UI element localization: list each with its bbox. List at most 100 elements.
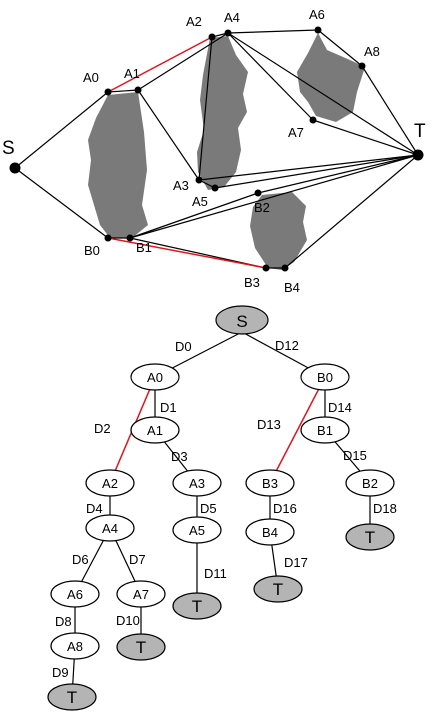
label-A2: A2 [186,14,202,29]
vertex-A3 [195,176,203,184]
vertex-A7 [309,116,317,124]
obstacle-1 [88,92,148,238]
edge-label-D7: D7 [129,552,146,567]
label-T: T [414,121,426,142]
edge-label-D10: D10 [116,613,140,628]
edge-label-D1: D1 [160,400,177,415]
vertex-B4 [281,264,289,272]
edge-label-D13: D13 [257,417,281,432]
node-label-T-A8: T [67,688,77,707]
label-B1: B1 [136,240,152,255]
node-B4 [245,518,295,546]
vertex-A4 [224,29,232,37]
map-vertices [9,26,424,272]
node-label-T-A5: T [192,597,202,616]
edge-label-D16: D16 [273,501,297,516]
obstacle-2 [197,36,248,190]
node-A0 [130,363,180,391]
node-A1 [130,416,180,444]
search-tree: D0 D12 D1 D14 D2 D13 D3 D15 D4 D5 D16 D1… [47,305,397,711]
vertex-B2 [254,189,262,197]
label-A8: A8 [364,44,380,59]
vertex-A6 [314,26,322,34]
edge-label-D17: D17 [284,555,308,570]
edge-label-D11: D11 [204,566,227,581]
tree-node-labels: S A0 B0 A1 B1 A2 A3 B3 B2 A4 A5 B4 T A6 … [67,312,378,707]
label-A0: A0 [83,70,99,85]
label-A4: A4 [224,10,240,25]
node-label-A5: A5 [189,523,205,538]
vertex-S [9,162,21,174]
node-label-S: S [236,312,247,331]
node-label-A4: A4 [102,521,118,536]
vertex-A2 [208,33,216,41]
node-label-B1: B1 [317,423,333,438]
node-label-A1: A1 [147,423,163,438]
vertex-A8 [358,62,366,70]
node-label-A3: A3 [189,476,205,491]
edge-label-D18: D18 [373,501,397,516]
node-T-A8 [47,683,97,711]
vertex-A1 [134,86,142,94]
node-A6 [50,580,100,608]
node-label-A2: A2 [102,476,118,491]
vertex-A0 [104,88,112,96]
node-B0 [300,363,350,391]
vertex-B3 [262,264,270,272]
label-A7: A7 [288,125,304,140]
edge-label-D4: D4 [86,501,103,516]
edge-label-D5: D5 [200,501,217,516]
obstacle-3 [297,33,365,122]
label-B0: B0 [84,243,100,258]
node-A3 [172,469,222,497]
node-label-T-A7: T [136,638,146,657]
vertex-B1 [126,234,134,242]
label-S: S [2,138,15,159]
vertex-T [412,149,424,161]
obstacle-4 [250,192,307,270]
node-T-A7 [116,633,166,661]
edge-label-D3: D3 [171,449,188,464]
node-B2 [345,469,395,497]
label-A6: A6 [309,7,325,22]
node-T-A5 [172,592,222,620]
label-B3: B3 [244,275,260,290]
tree-nodes [47,305,395,711]
map-edges [14,29,419,269]
map-highlight-edges [107,36,267,269]
vertex-B0 [104,234,112,242]
node-label-B3: B3 [262,476,278,491]
edge-label-D12: D12 [275,338,299,353]
node-label-A8: A8 [67,639,83,654]
node-T-B2 [345,523,395,551]
label-A3: A3 [173,178,189,193]
node-B1 [300,416,350,444]
edge-label-D8: D8 [55,614,72,629]
node-label-A0: A0 [147,370,163,385]
node-A8 [50,632,100,660]
node-label-B0: B0 [317,370,333,385]
edge-label-D15: D15 [343,448,367,463]
edge-label-D0: D0 [175,339,192,354]
node-S [215,305,269,335]
node-T-B4 [253,575,303,603]
vertex-A5 [211,184,219,192]
label-B2: B2 [254,200,270,215]
node-label-B2: B2 [362,476,378,491]
node-label-B4: B4 [262,525,278,540]
node-A2 [85,469,135,497]
edge-label-D9: D9 [52,665,69,680]
node-label-A6: A6 [67,587,83,602]
node-label-T-B2: T [365,528,375,547]
label-A1: A1 [124,66,140,81]
edge-label-D6: D6 [72,552,89,567]
label-B4: B4 [284,280,300,295]
edge-label-D2: D2 [94,421,111,436]
node-label-A7: A7 [133,587,149,602]
node-B3 [245,469,295,497]
visibility-map: S T A0 A1 A2 A4 A6 A8 A7 A3 A5 B2 B0 B1 … [2,7,426,295]
node-A5 [172,516,222,544]
node-A4 [85,514,135,542]
node-A7 [116,580,166,608]
